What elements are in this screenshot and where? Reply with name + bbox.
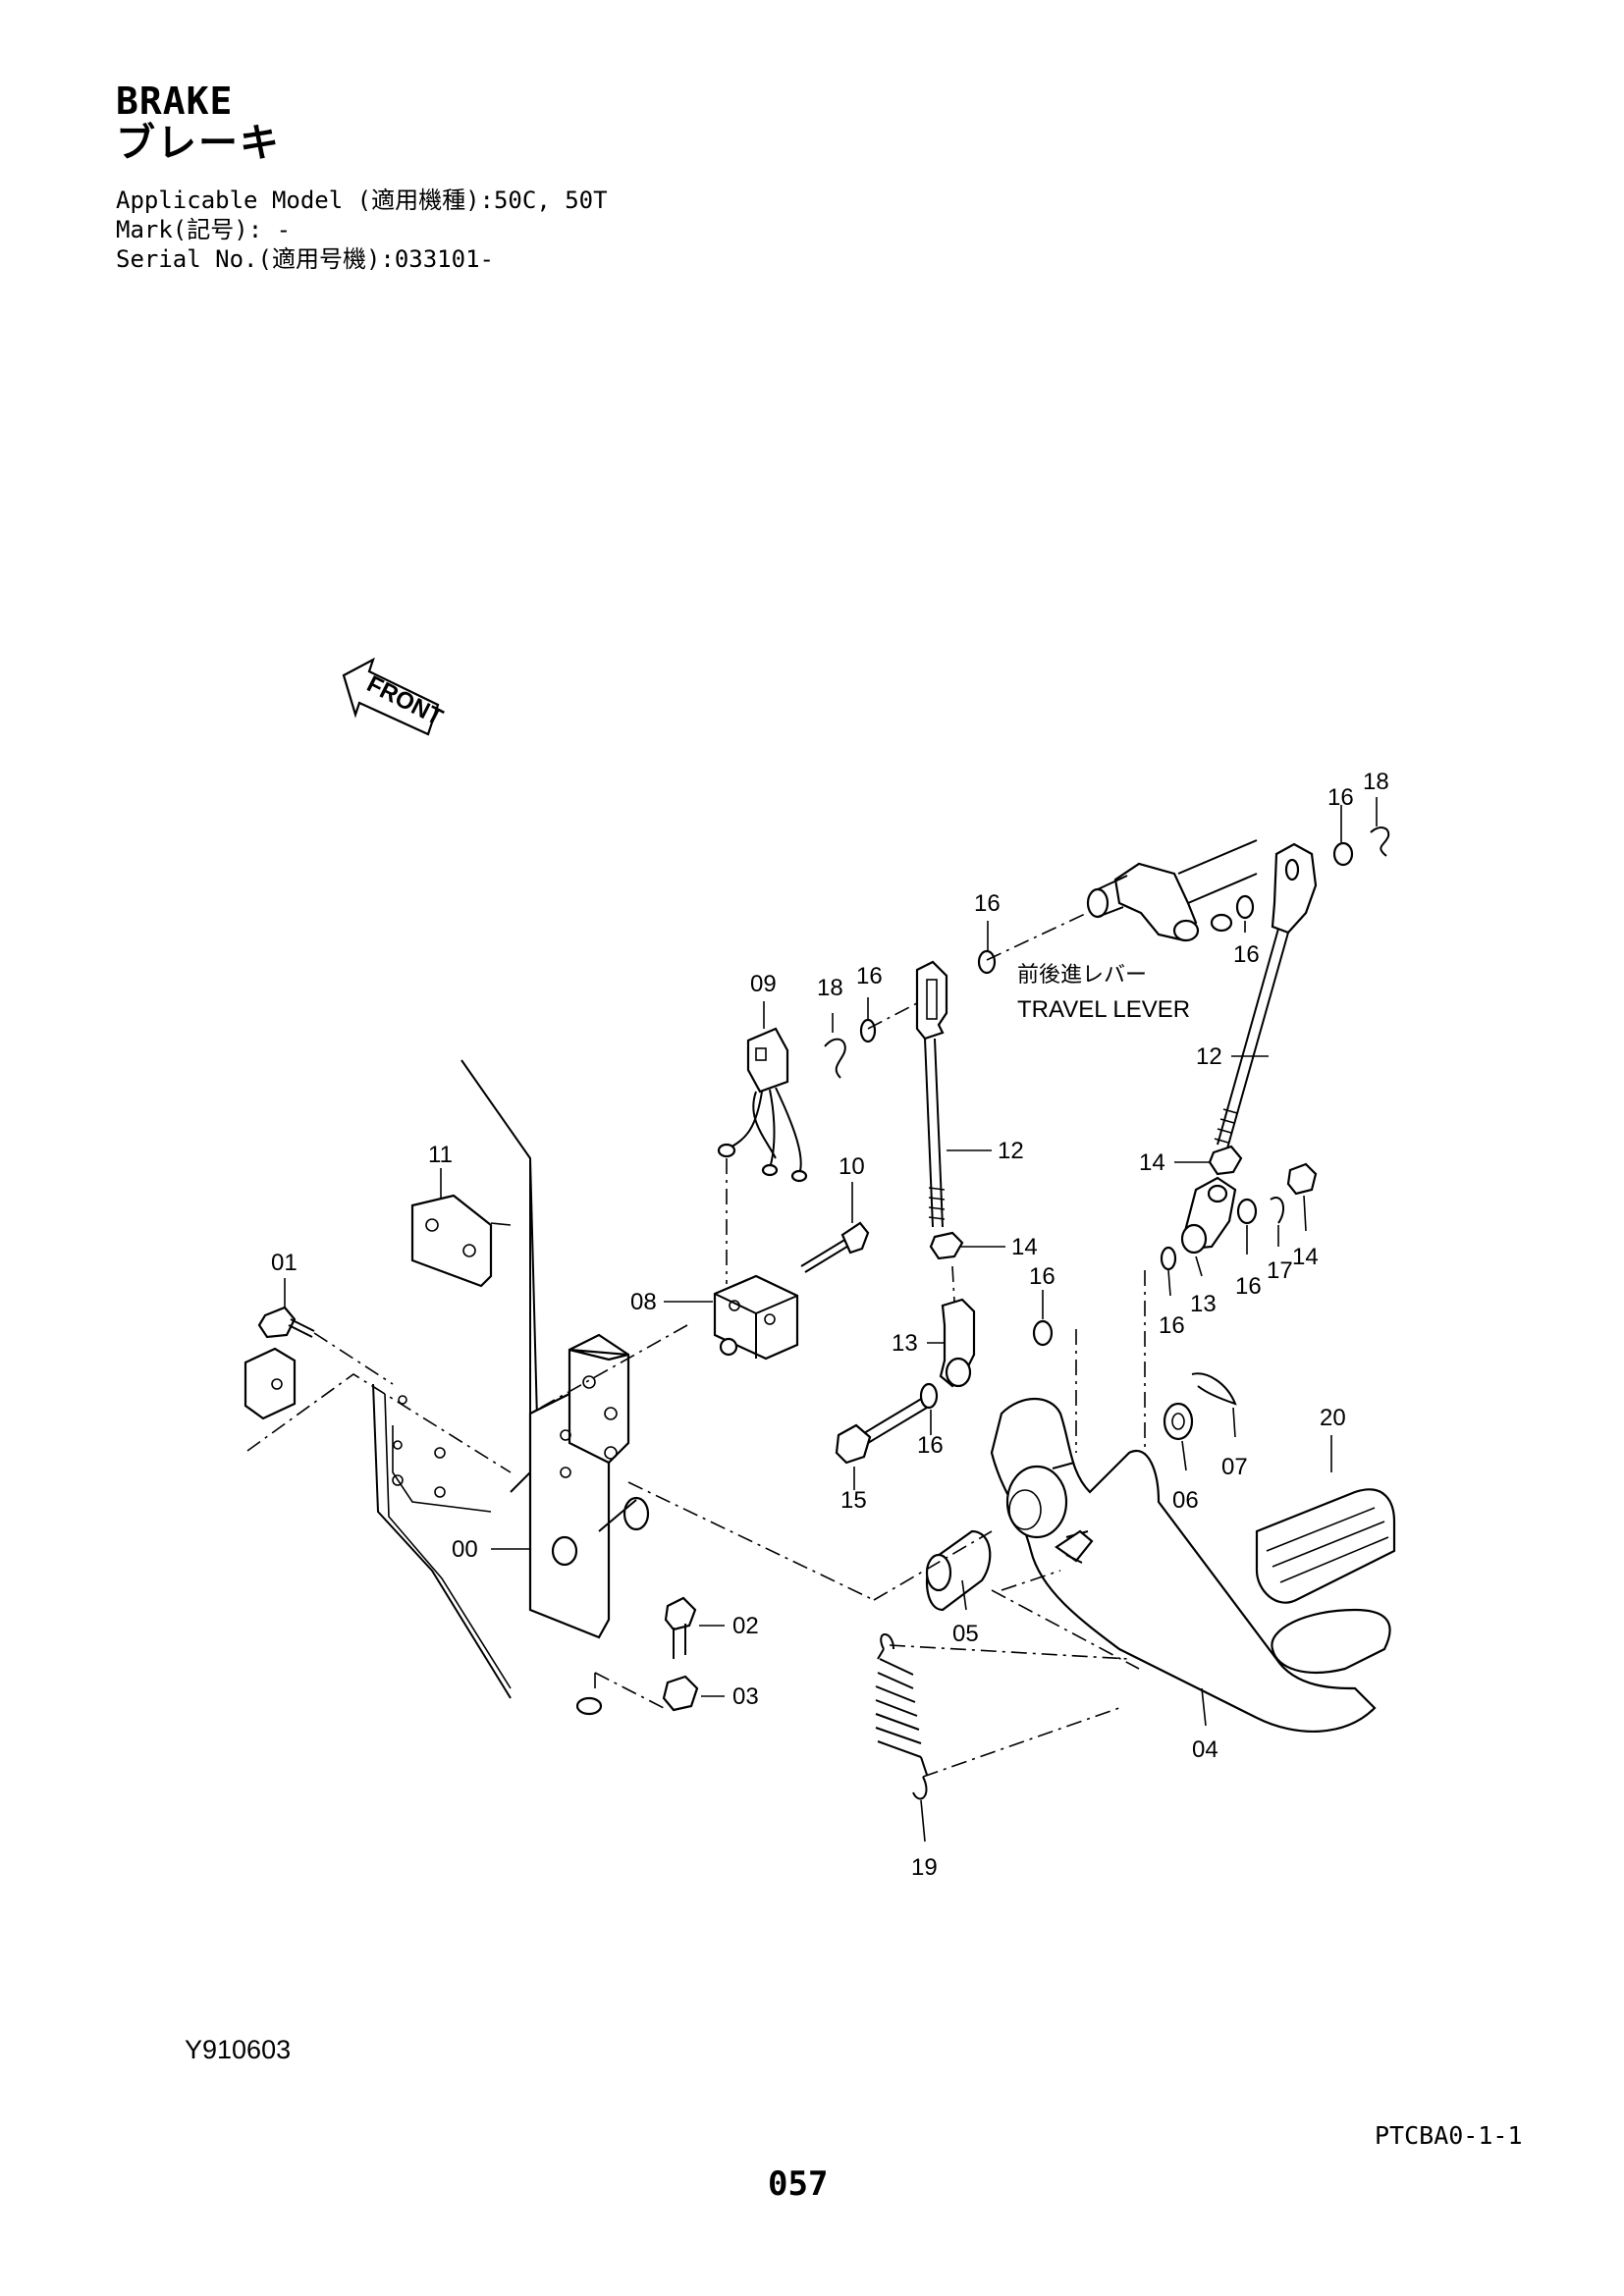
callout-15: 15	[840, 1487, 867, 1514]
part-20-pedal-pad	[1255, 1488, 1396, 1674]
part-14-nut-right	[1286, 1162, 1318, 1196]
applicable-model: Applicable Model (適用機種):50C, 50T	[116, 187, 608, 214]
callout-16c: 16	[856, 963, 883, 989]
callout-20: 20	[1320, 1405, 1346, 1431]
callout-14a: 14	[1011, 1234, 1038, 1260]
part-06-washer	[1163, 1402, 1194, 1441]
part-18-pin	[1370, 827, 1390, 857]
callouts: 11 01 00 08 09 10 12 14 13 15 16 16 16 1…	[271, 769, 1389, 1881]
serial-number: Serial No.(適用号機):033101-	[116, 245, 494, 273]
callout-16-right: 16	[1159, 1312, 1185, 1339]
frame-outline	[246, 1059, 541, 1699]
part-03-nut	[662, 1675, 699, 1712]
part-12-rod-left	[915, 960, 948, 1228]
part-16-washer	[919, 1382, 939, 1410]
front-arrow-icon: FRONT	[342, 657, 447, 736]
mark-info: Mark(記号): -	[116, 216, 292, 243]
part-11-plate	[410, 1194, 493, 1288]
callout-14b: 14	[1139, 1149, 1165, 1176]
callout-18b: 18	[1363, 769, 1389, 795]
page-title: BRAKE	[116, 80, 234, 123]
catalog-code: PTCBA0-1-1	[1375, 2121, 1523, 2150]
part-16-washer	[1235, 894, 1255, 920]
travel-lever-label-jp: 前後進レバー	[1017, 963, 1147, 988]
linkage-line	[1001, 1570, 1061, 1591]
callout-16g: 16	[1235, 1273, 1262, 1300]
callout-16d: 16	[974, 890, 1001, 917]
callout-07: 07	[1221, 1454, 1248, 1480]
drawing-code: Y910603	[185, 2035, 292, 2064]
part-13-joint-right	[1180, 1176, 1237, 1255]
part-16-washer	[1160, 1246, 1177, 1271]
callout-13b: 13	[1190, 1291, 1217, 1317]
part-16-washer	[1032, 1319, 1054, 1347]
callout-18a: 18	[817, 975, 843, 1001]
part-19-spring	[875, 1633, 1130, 1800]
part-14-nut-left	[929, 1231, 964, 1260]
callout-05: 05	[952, 1621, 979, 1647]
part-08-switch	[529, 1158, 799, 1415]
callout-14c: 14	[1292, 1244, 1319, 1270]
part-18-pin	[824, 1038, 846, 1079]
part-16-washer	[1332, 841, 1354, 867]
callout-01: 01	[271, 1250, 298, 1276]
callout-16a: 16	[917, 1432, 944, 1459]
linkage-line	[873, 1530, 993, 1601]
part-10-bolt	[800, 1221, 870, 1273]
part-16-washer	[1236, 1198, 1258, 1225]
part-07-pin	[1191, 1372, 1237, 1406]
callout-02: 02	[732, 1613, 759, 1639]
part-16-washer	[977, 949, 997, 975]
callout-13a: 13	[892, 1330, 918, 1357]
part-13-joint-left	[939, 1265, 976, 1388]
linkage-line	[627, 1481, 875, 1601]
stopper-rubber	[575, 1696, 603, 1716]
callout-04: 04	[1192, 1736, 1218, 1763]
callout-09: 09	[750, 971, 777, 997]
travel-lever-shaft	[867, 839, 1258, 1030]
callout-19: 19	[911, 1854, 938, 1881]
page-number: 057	[768, 2164, 829, 2204]
part-02-bolt	[664, 1596, 697, 1659]
part-17-spring-washer	[1270, 1197, 1285, 1224]
part-12-rod-right	[1214, 842, 1318, 1149]
callout-16b: 16	[1029, 1263, 1056, 1290]
callout-16f: 16	[1233, 941, 1260, 968]
callout-08: 08	[630, 1289, 657, 1315]
part-09-connector	[717, 1027, 808, 1183]
part-00-bracket	[528, 1333, 650, 1639]
callout-10: 10	[839, 1153, 865, 1180]
callout-12b: 12	[1196, 1043, 1222, 1070]
callout-17: 17	[1267, 1257, 1293, 1284]
part-16-washer	[859, 1018, 877, 1043]
callout-11: 11	[428, 1142, 453, 1168]
callout-16e: 16	[1327, 784, 1354, 811]
part-14-nut-right	[1208, 1145, 1243, 1176]
part-01-bolt	[244, 1306, 394, 1420]
part-15-bolt	[835, 1397, 928, 1465]
callout-03: 03	[732, 1683, 759, 1710]
linkage-line	[991, 1589, 1140, 1670]
part-05-bushing	[925, 1529, 992, 1612]
callout-00: 00	[452, 1536, 478, 1563]
callout-12a: 12	[998, 1138, 1024, 1164]
part-04-pedal-arm	[990, 1398, 1377, 1733]
callout-06: 06	[1172, 1487, 1199, 1514]
travel-lever-label-en: TRAVEL LEVER	[1017, 996, 1190, 1023]
page-title-japanese: ブレーキ	[116, 121, 281, 166]
